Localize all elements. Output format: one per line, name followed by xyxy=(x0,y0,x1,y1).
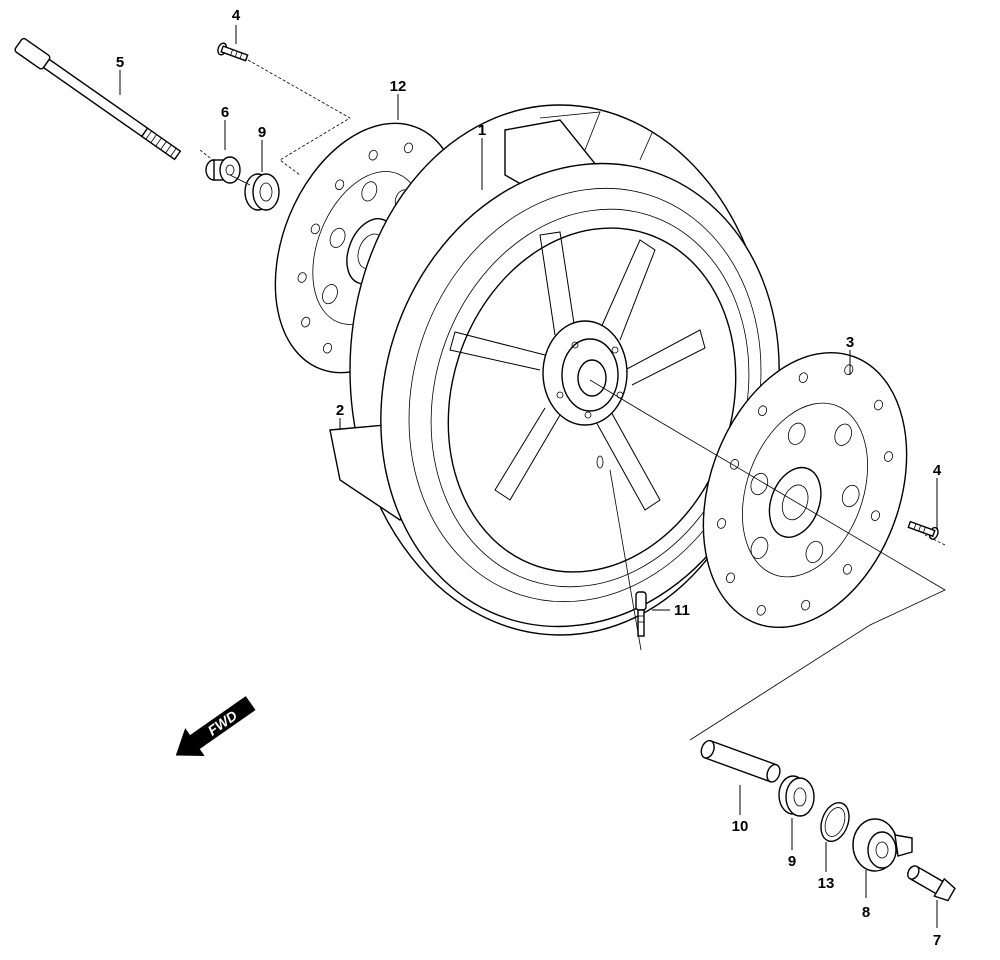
part-13-snap-ring xyxy=(820,801,850,843)
callout-4-right: 4 xyxy=(933,462,942,479)
part-4-bolt-right xyxy=(907,520,939,540)
part-9-bearing-right xyxy=(778,775,815,817)
part-3-brake-disc-right xyxy=(702,351,908,629)
part-1-wheel-rim xyxy=(329,119,780,628)
callout-3: 3 xyxy=(846,334,854,351)
callout-7: 7 xyxy=(933,932,941,949)
leader-lines xyxy=(119,25,938,928)
part-4-bolt-top xyxy=(217,42,249,62)
callout-13: 13 xyxy=(818,875,835,892)
callout-2: 2 xyxy=(336,402,344,419)
part-10-spacer xyxy=(700,739,781,783)
fwd-direction-arrow: FWD xyxy=(175,696,256,756)
part-5-axle xyxy=(14,37,182,161)
callout-11: 11 xyxy=(674,602,690,619)
callout-10: 10 xyxy=(732,818,749,835)
callout-5: 5 xyxy=(116,54,124,71)
callout-1: 1 xyxy=(478,122,486,139)
callout-6: 6 xyxy=(221,104,229,121)
part-7-nut-bolt xyxy=(907,865,956,902)
callout-4-top: 4 xyxy=(232,7,241,24)
part-11-valve xyxy=(635,591,647,637)
guide-lines xyxy=(199,59,946,741)
callout-12: 12 xyxy=(390,78,407,95)
callout-9-left: 9 xyxy=(258,124,266,141)
part-9-bearing-left xyxy=(244,173,280,211)
part-6-collar xyxy=(205,156,241,184)
part-8-collar-gearbox xyxy=(852,818,913,872)
callout-9-right: 9 xyxy=(788,853,796,870)
callout-8: 8 xyxy=(862,904,870,921)
